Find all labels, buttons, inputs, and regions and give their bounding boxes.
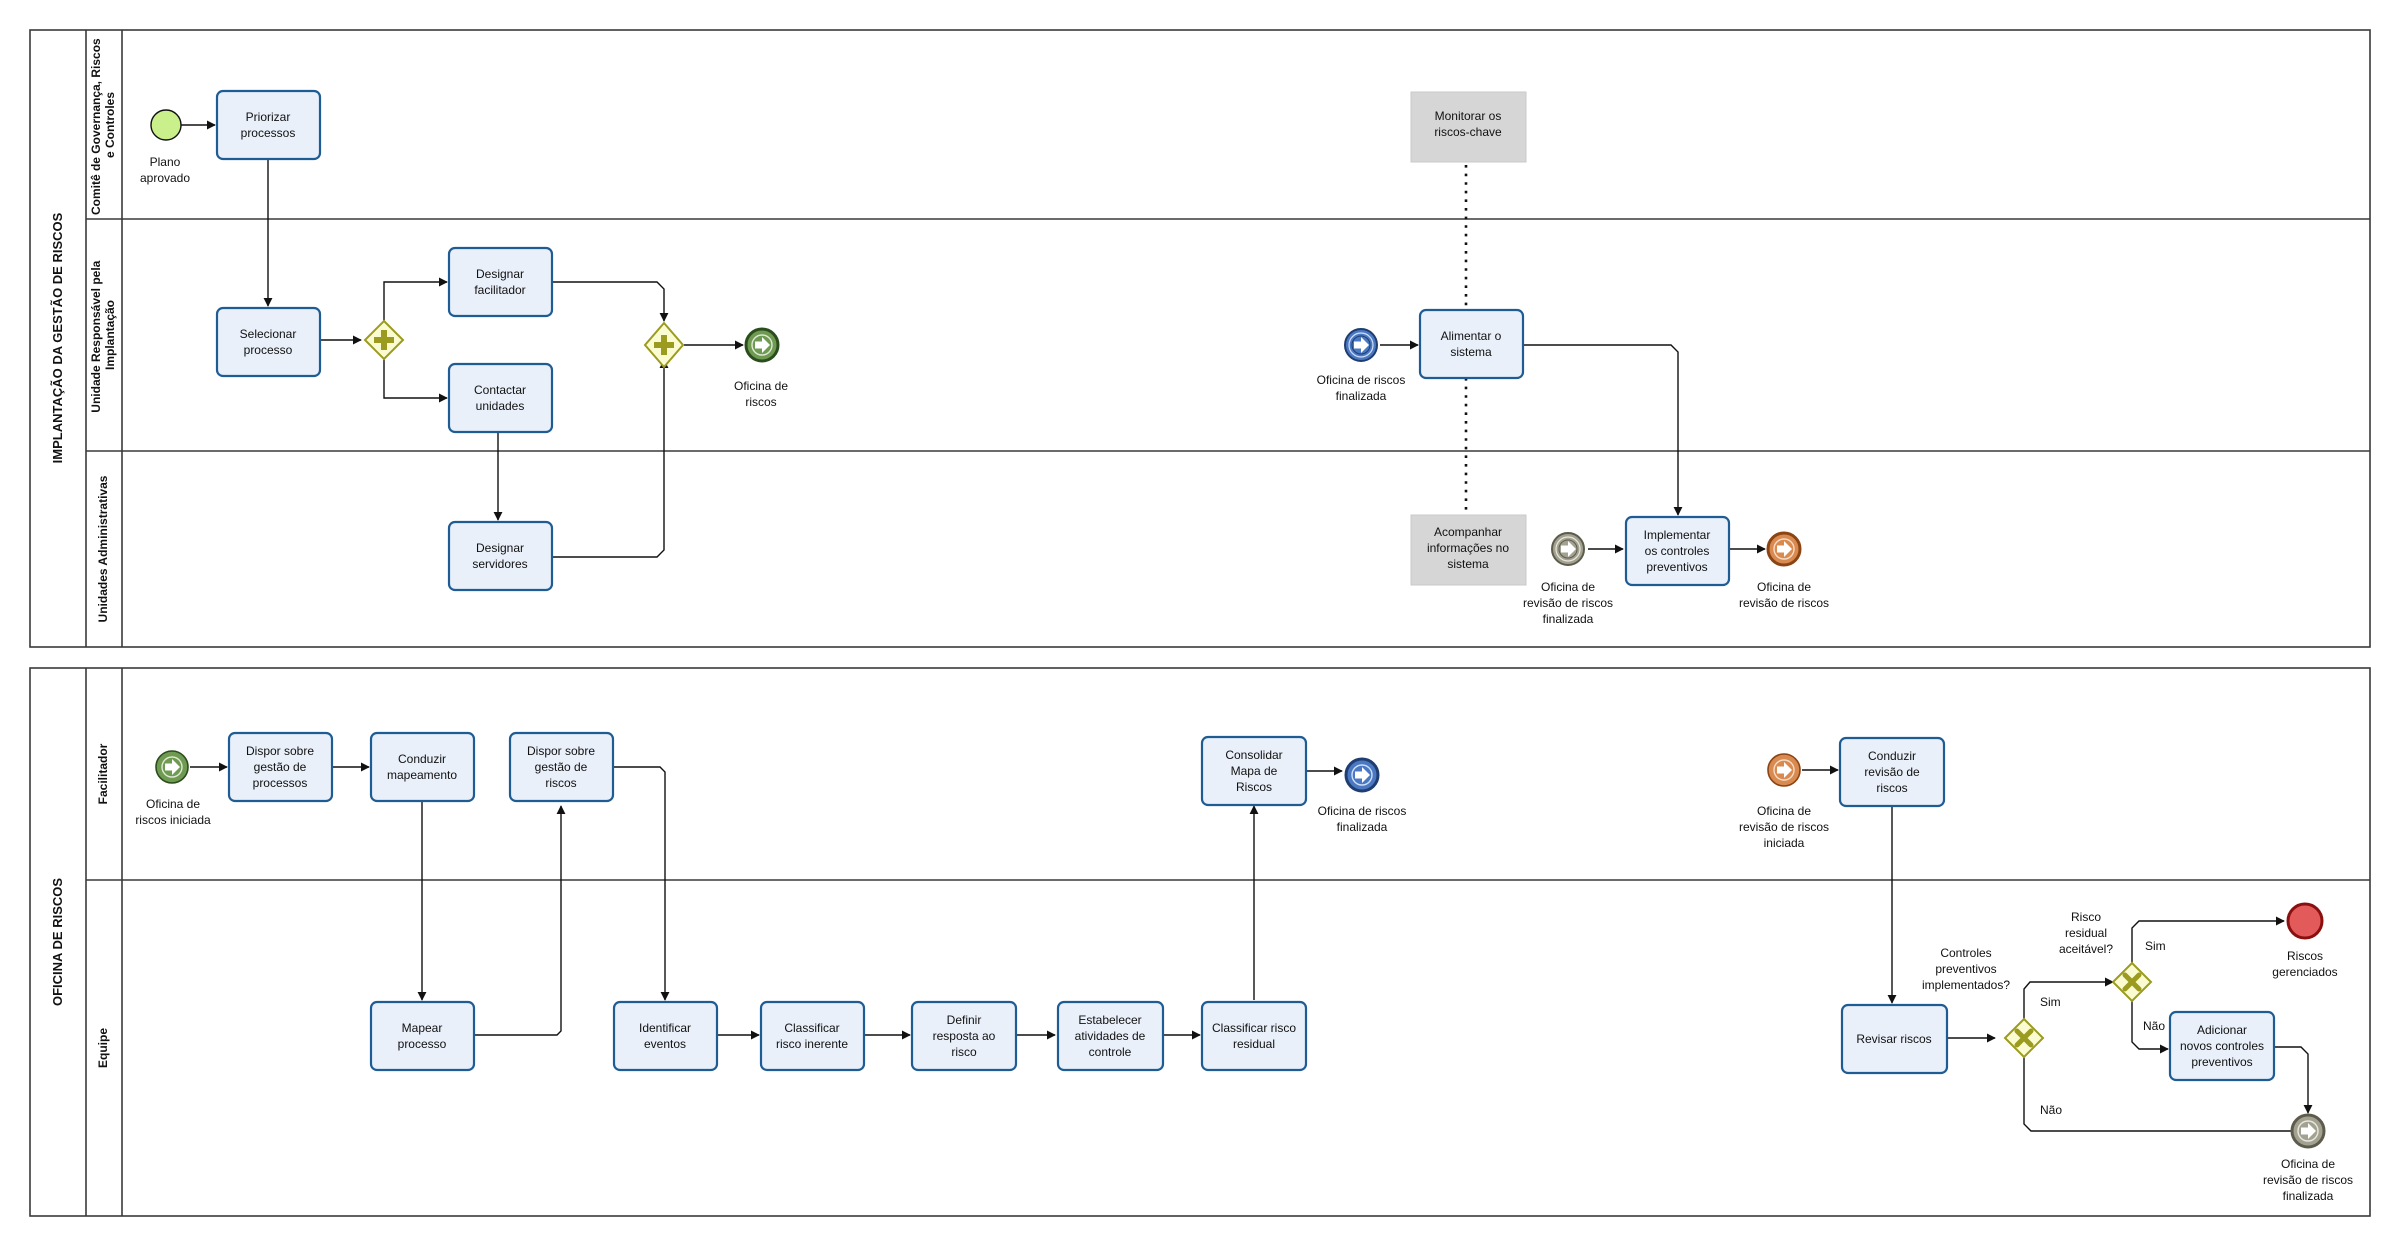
event-plano-aprovado[interactable] — [150, 109, 182, 141]
lane-title-equipe: Equipe — [96, 1028, 110, 1068]
lane-title-unidade-responsavel: Unidade Responsável pela Implantação — [89, 257, 117, 412]
pool-title-oficina: OFICINA DE RISCOS — [50, 878, 65, 1006]
lane-title-comite: Comitê de Governança, Riscos e Controles — [89, 35, 117, 215]
plus-icon — [374, 330, 394, 350]
flow-label-nao-2: Não — [2143, 1019, 2165, 1033]
lane-title-unidades-administrativas: Unidades Administrativas — [96, 475, 110, 622]
event-revisao-finalizada-catch[interactable] — [1551, 532, 1585, 566]
gateway-controles-implementados[interactable] — [2003, 1017, 2045, 1059]
event-revisao-finalizada-end[interactable] — [2290, 1113, 2326, 1149]
event-oficina-finalizada-end[interactable] — [1344, 757, 1380, 793]
flow-label-nao-1: Não — [2040, 1103, 2062, 1117]
flow-label-sim-2: Sim — [2145, 939, 2166, 953]
svg-text:Revisar riscos: Revisar riscos — [1856, 1032, 1931, 1046]
pool-title-implantacao: IMPLANTAÇÃO DA GESTÃO DE RISCOS — [50, 212, 65, 463]
gateway-risco-residual[interactable] — [2111, 961, 2153, 1003]
gateway-parallel-split[interactable] — [363, 319, 405, 361]
event-revisao-riscos-end[interactable] — [1766, 531, 1802, 567]
event-revisao-iniciada[interactable] — [1767, 753, 1801, 787]
pool-oficina: OFICINA DE RISCOS Facilitador Equipe — [29, 667, 2371, 1217]
event-oficina-finalizada-catch[interactable] — [1344, 328, 1378, 362]
x-icon — [2122, 972, 2142, 992]
flow-label-sim-1: Sim — [2040, 995, 2061, 1009]
lane-title-facilitador: Facilitador — [96, 743, 110, 804]
pool-implantacao: IMPLANTAÇÃO DA GESTÃO DE RISCOS Comitê d… — [29, 29, 2371, 648]
gateway-parallel-join[interactable] — [643, 321, 685, 369]
x-icon — [2014, 1028, 2034, 1048]
event-oficina-iniciada[interactable] — [155, 750, 189, 784]
plus-icon — [654, 335, 674, 355]
event-riscos-gerenciados[interactable] — [2286, 902, 2324, 940]
event-oficina-riscos-end[interactable] — [744, 327, 780, 363]
sequence-flows — [181, 120, 2313, 1136]
task-revisar-riscos[interactable]: Revisar riscos — [1840, 1003, 1949, 1075]
